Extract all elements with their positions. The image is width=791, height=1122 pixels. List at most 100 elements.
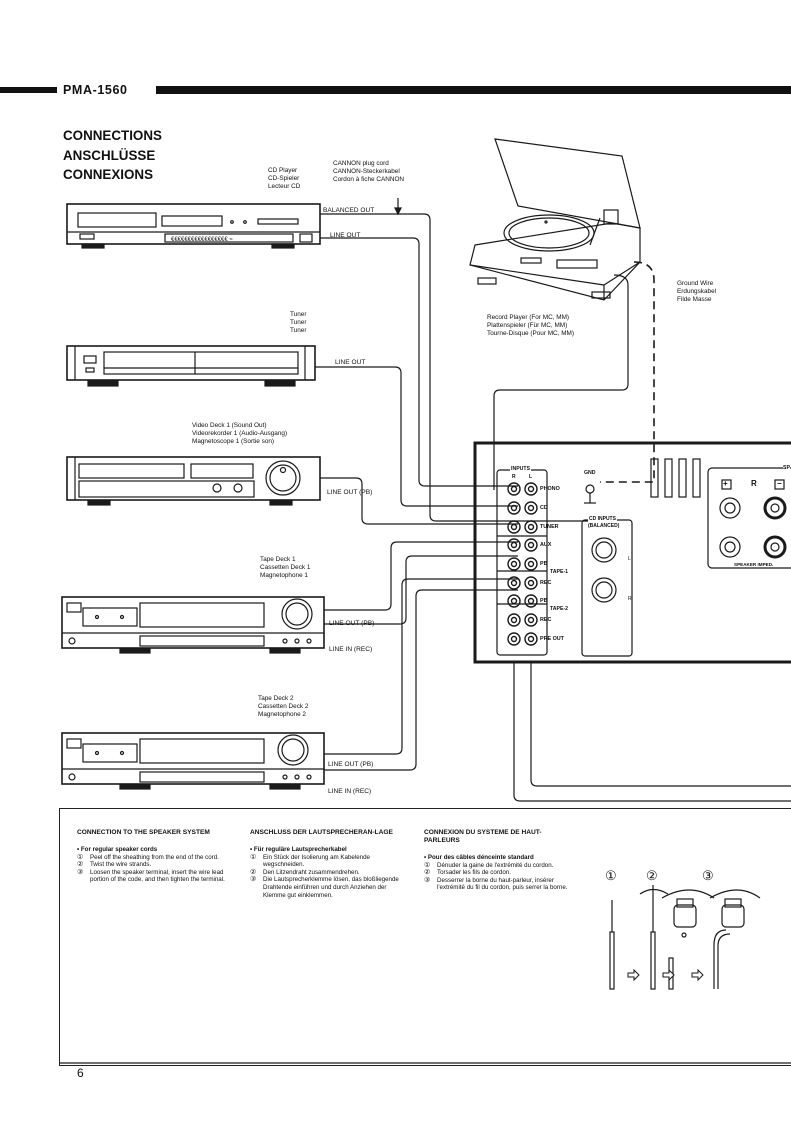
- step-text: Ein Stück der Isolierung am Kabelende we…: [263, 853, 370, 869]
- step-item: ③ Die Lautsprecherklemme lösen, das bloßl…: [250, 876, 405, 899]
- label-en: Record Player (For MC, MM): [487, 314, 570, 321]
- rca-jacks: [507, 482, 538, 646]
- cable-tape1-pb: [324, 541, 518, 611]
- model-name: PMA-1560: [60, 83, 131, 97]
- instructions-panel: [59, 808, 791, 1066]
- instructions-en: CONNECTION TO THE SPEAKER SYSTEM • For r…: [77, 829, 237, 884]
- tape1-line-in-label: LINE IN (REC): [329, 646, 373, 653]
- label-en: Ground Wire: [677, 280, 714, 287]
- label-de: Plattenspieler (Für MC, MM): [487, 322, 568, 329]
- step-text: Loosen the speaker terminal, insert the …: [90, 868, 225, 884]
- tape-deck-1-illustration: [61, 596, 325, 654]
- step-number: ②: [250, 868, 257, 876]
- instructions-fr-bullet: • Pour des câbles dénceinte standard: [424, 854, 534, 861]
- tuner-illustration: [66, 345, 316, 387]
- cannon-cord-label: CANNON plug cord CANNON-Steckerkabel Cor…: [333, 160, 404, 184]
- speaker-label: SP: [783, 465, 790, 471]
- video-line-out-label: LINE OUT (PB): [327, 489, 373, 496]
- label-en: CD Player: [268, 167, 298, 174]
- step-text: Desserrer la borne du haut-parleur, insé…: [437, 876, 568, 892]
- step-number: ①: [77, 853, 84, 861]
- step-text: Den Litzendraht zusammendrehen.: [263, 868, 360, 876]
- page-number: 6: [77, 1066, 84, 1080]
- label-en: Tape Deck 1: [260, 556, 296, 563]
- instructions-de-heading: ANSCHLUSS DER LAUTSPRECHERAN-LAGE: [250, 829, 393, 836]
- instructions-fr-heading: CONNEXION DU SYSTEME DE HAUT-PARLEURS: [424, 829, 542, 844]
- cd-balanced-out-label: BALANCED OUT: [323, 207, 375, 214]
- jack-tape1-rec-label: REC: [540, 580, 552, 586]
- tuner-label: Tuner Tuner Tuner: [290, 311, 306, 335]
- step-number: ①: [424, 861, 431, 869]
- instructions-en-steps: ① Peel off the sheathing from the end of …: [77, 854, 237, 884]
- jack-tuner-label: TUNER: [540, 524, 559, 530]
- video-deck-illustration: [66, 456, 321, 506]
- turntable-illustration: [469, 138, 641, 301]
- label-en: Tuner: [290, 311, 307, 318]
- step-figure-label-2: ②: [646, 868, 658, 883]
- gnd-label: GND: [584, 470, 596, 476]
- label-de: Tuner: [290, 319, 307, 326]
- tape1-line-out-label: LINE OUT (PB): [329, 620, 375, 627]
- instructions-fr-steps: ① Dénuder la gaine de l'extrémité du cord…: [424, 862, 574, 892]
- label-fr: Magnetoscope 1 (Sortie son): [192, 438, 275, 445]
- jack-phono-label: PHONO: [540, 486, 560, 492]
- cd-line-out-label: LINE OUT: [330, 232, 361, 239]
- step-number: ③: [250, 876, 257, 884]
- label-de: Erdungskabel: [677, 288, 717, 295]
- label-fr: Tourne-Disque (Pour MC, MM): [487, 330, 575, 337]
- step-text: Die Lautsprecherklemme lösen, das bloßli…: [263, 876, 399, 899]
- inputs-l-label: L: [529, 474, 533, 480]
- tuner-line-out-label: LINE OUT: [335, 359, 366, 366]
- cable-tape2-pb: [324, 578, 518, 755]
- step-figure: [609, 885, 761, 990]
- tape-deck-2-illustration: [61, 732, 325, 790]
- label-en: Video Deck 1 (Sound Out): [192, 422, 267, 429]
- cable-tuner: [315, 366, 518, 507]
- label-de: Cassetten Deck 1: [260, 564, 311, 571]
- label-de: CD-Spieler: [268, 175, 300, 182]
- instructions-en-heading: CONNECTION TO THE SPEAKER SYSTEM: [77, 829, 210, 836]
- instructions-de-bullet: • Für reguläre Lautsprecherkabel: [250, 846, 347, 853]
- step-text: Dénuder la gaine de l'extrémité du cordo…: [437, 861, 554, 869]
- cable-video: [320, 477, 518, 525]
- xlr-l-label: L: [628, 556, 631, 562]
- cable-phono: [493, 274, 629, 490]
- label-en: Tape Deck 2: [258, 695, 294, 702]
- instructions-de: ANSCHLUSS DER LAUTSPRECHERAN-LAGE • Für …: [250, 829, 405, 899]
- jack-tape2-pb-label: PB: [540, 598, 548, 604]
- cd-player-illustration: €€€€€€€€€€€€€€€€€ ≈: [66, 203, 321, 249]
- inputs-r-label: R: [512, 474, 516, 480]
- tape1-label: TAPE-1: [550, 569, 569, 575]
- tape-deck-1-label: Tape Deck 1 Cassetten Deck 1 Magnetophon…: [260, 556, 310, 580]
- tape-deck-2-label: Tape Deck 2 Cassetten Deck 2 Magnetophon…: [258, 695, 308, 719]
- step-text: Twist the wire strands.: [90, 861, 152, 869]
- speaker-imped-label: SPEAKER IMPED.: [734, 562, 774, 567]
- xlr-r-label: R: [628, 596, 632, 602]
- step-figure-label-1: ①: [605, 868, 617, 883]
- speaker-minus-label: −: [777, 479, 782, 488]
- label-fr: Magnetophone 1: [260, 572, 308, 579]
- balanced-label: (BALANCED): [588, 523, 620, 529]
- jack-tape1-pb-label: PB: [540, 561, 548, 567]
- instructions-en-bullet: • For regular speaker cords: [77, 846, 158, 853]
- ground-wire-label: Ground Wire Erdungskabel Filde Masse: [677, 280, 716, 304]
- section-titles: CONNECTIONS ANSCHLÜSSE CONNEXIONS: [63, 126, 162, 185]
- cable-preout-l: [530, 662, 791, 787]
- header-bar-right-block: [156, 86, 791, 94]
- step-item: ② Den Litzendraht zusammendrehen.: [250, 869, 405, 877]
- turntable-label: Record Player (For MC, MM) Plattenspiele…: [487, 314, 574, 338]
- header-bar: PMA-1560: [0, 83, 791, 97]
- cd-inputs-label: CD INPUTS: [588, 516, 617, 522]
- label-fr: Filde Masse: [677, 296, 712, 303]
- step-text: Torsader les fils de cordon.: [437, 869, 511, 877]
- ground-wire: [600, 261, 655, 483]
- cd-inputs-group: [581, 519, 633, 657]
- step-text: Peel off the sheathing from the end of t…: [90, 853, 219, 861]
- title-fr: CONNEXIONS: [63, 167, 154, 182]
- label-de: Videorekorder 1 (Audio-Ausgang): [192, 430, 288, 437]
- step-number: ②: [77, 861, 84, 869]
